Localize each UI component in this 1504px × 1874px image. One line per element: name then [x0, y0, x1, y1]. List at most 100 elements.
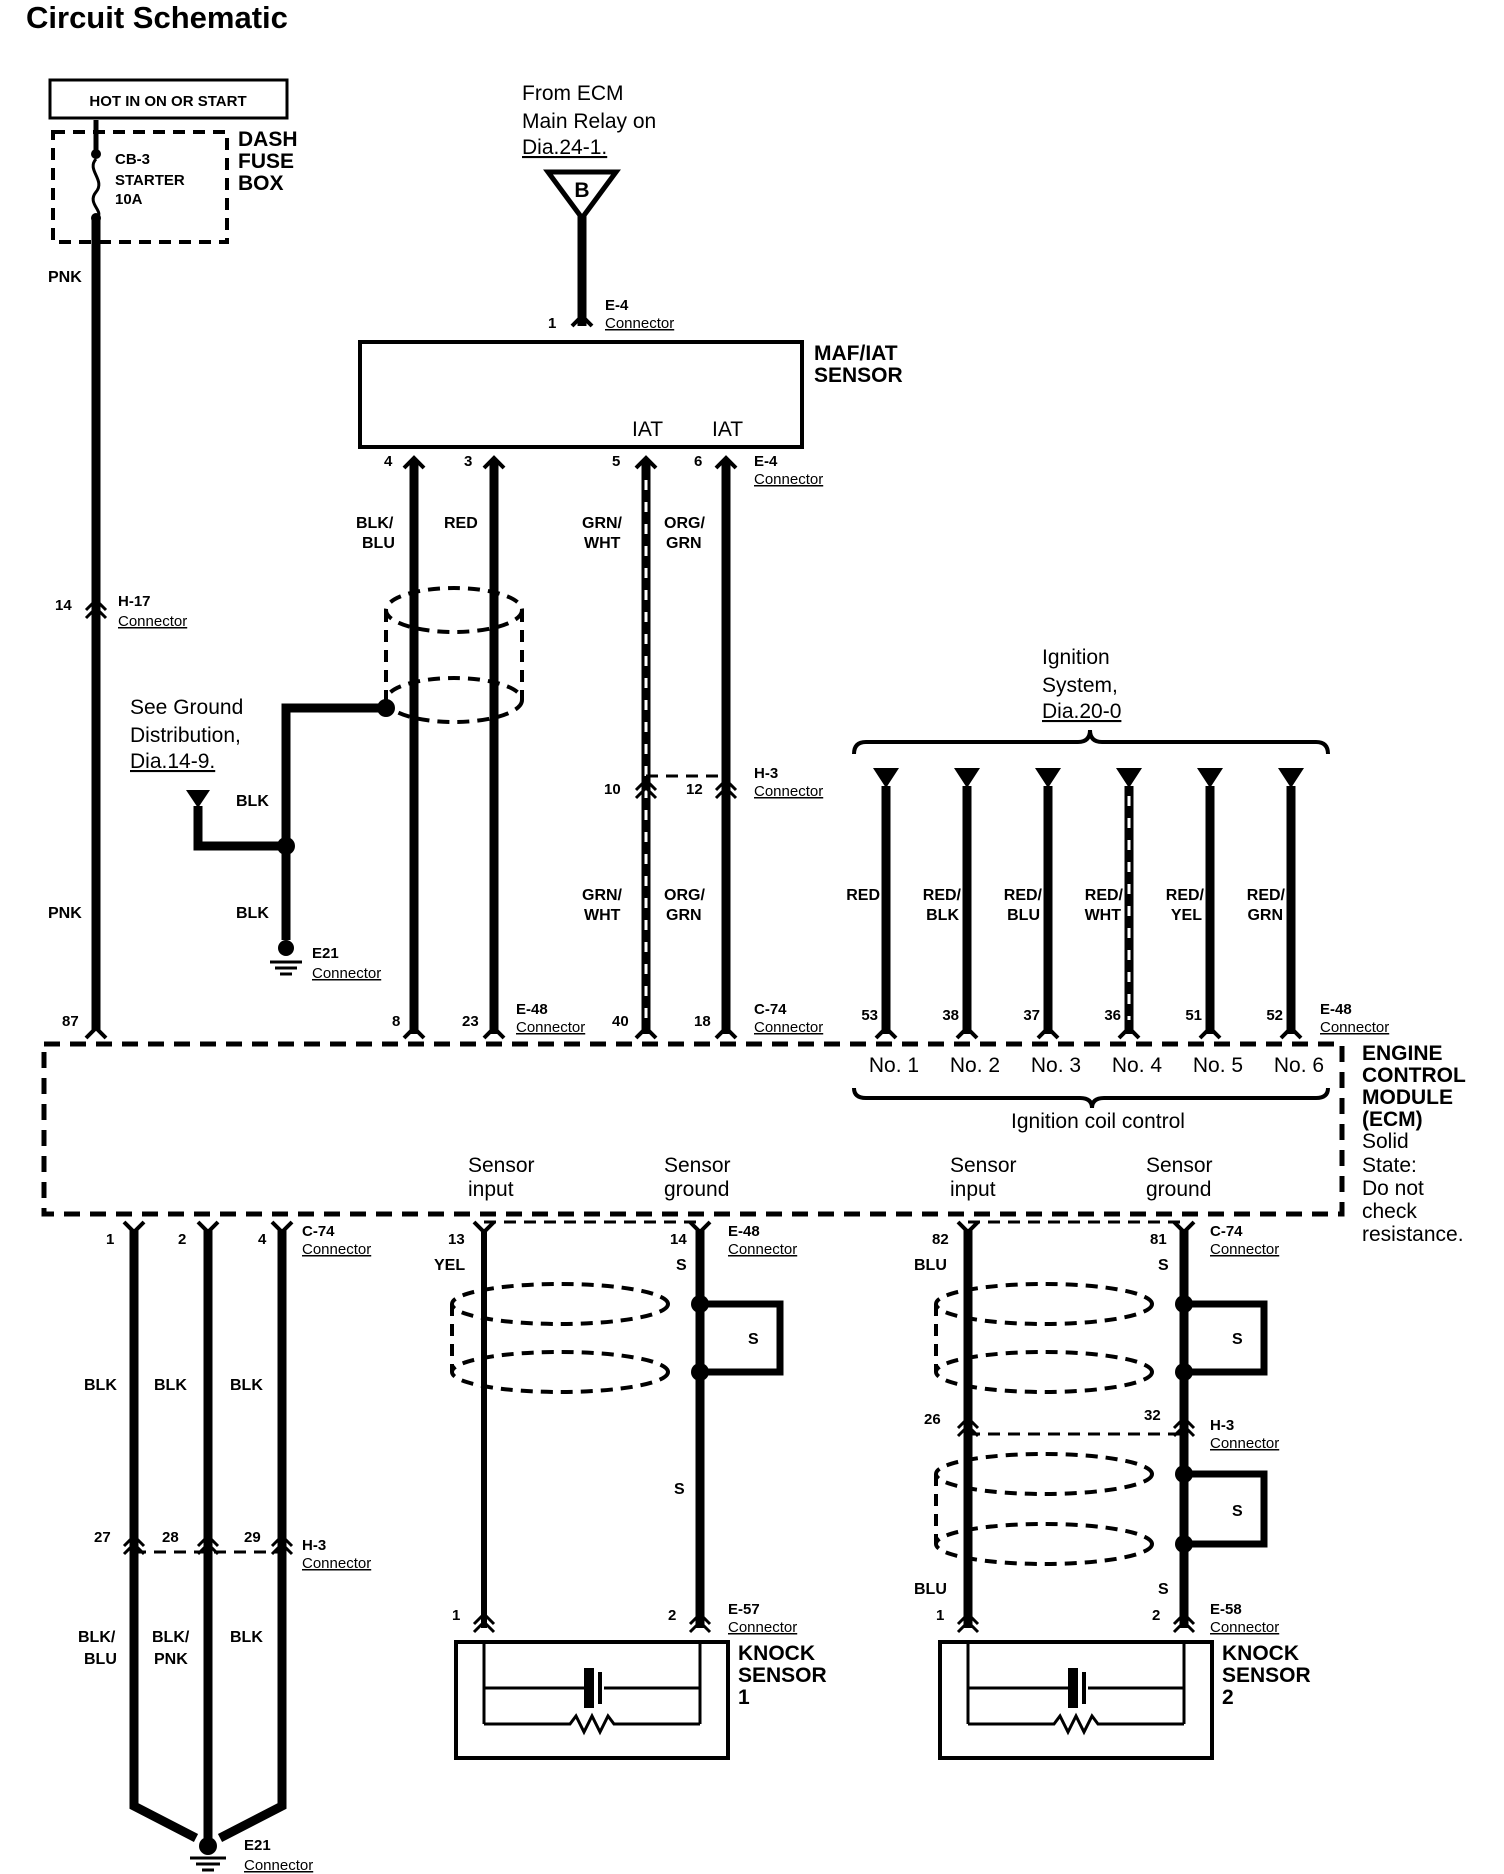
h3-mid-connector-id: H-3: [754, 765, 778, 782]
h3-mid-connector-label: Connector: [754, 783, 823, 800]
ks2-pin-2: 2: [1152, 1607, 1160, 1624]
ground-wire-converge: [129, 1800, 287, 1842]
ecm-c74-connector-label: Connector: [754, 1019, 823, 1036]
ecm-e48-connector-label: Connector: [516, 1019, 585, 1036]
ks1-ecm-connector-id: E-48: [728, 1223, 760, 1240]
ks1-yel-label: YEL: [434, 1257, 465, 1274]
fuse-symbol: [91, 120, 101, 223]
ks1-shield: [450, 1282, 670, 1394]
knock-sensor-2-element: [966, 1642, 1186, 1736]
ignition-pin-2: 38: [942, 1007, 959, 1024]
h3-mid-pin-12: 12: [686, 781, 703, 798]
pnk-label-bottom: PNK: [48, 905, 82, 922]
ecm-e48-right-connector-label: Connector: [1320, 1019, 1389, 1036]
ks2-h3-pin-32: 32: [1144, 1407, 1161, 1424]
ks1-label-3: 1: [738, 1686, 750, 1709]
ignition-arrow-2: [954, 768, 980, 788]
org-grn-label-1: ORG/: [664, 515, 705, 532]
dash-fuse-box-label-2: FUSE: [238, 150, 294, 173]
hot-label-box: [48, 78, 289, 120]
h17-pin: 14: [55, 597, 72, 614]
ks2-label-3: 2: [1222, 1686, 1234, 1709]
ignition-line-2: System,: [1042, 674, 1118, 697]
ignition-arrow-4: [1116, 768, 1142, 788]
maf-top-connector-label: Connector: [605, 315, 674, 332]
ground-splice: [277, 837, 295, 855]
ks2-upper-drain: [1184, 1300, 1268, 1376]
ks2-ecm-connector-label: Connector: [1210, 1241, 1279, 1258]
ignition-wire-color-3-b: BLU: [1007, 907, 1040, 924]
maf-pin-3: 3: [464, 453, 472, 470]
iat-label-1: IAT: [632, 418, 663, 441]
ground-ref-triangle: [186, 790, 210, 808]
fuse-id: CB-3: [115, 151, 150, 168]
ecm-note-1: Solid: [1362, 1130, 1409, 1153]
ecm-bottom-left-connector-id: C-74: [302, 1223, 335, 1240]
ignition-wire-color-1: RED: [846, 887, 880, 904]
ks2-connector-label: Connector: [1210, 1619, 1279, 1636]
ignition-coil-3: No. 3: [1031, 1054, 1081, 1077]
ecm-note-2: State:: [1362, 1154, 1417, 1177]
ignition-coil-2: No. 2: [950, 1054, 1000, 1077]
h3-mid-marks: [634, 777, 738, 800]
ks1-pin-14: 14: [670, 1231, 687, 1248]
ks2-sensor-input-1: Sensor: [950, 1154, 1017, 1177]
h3-mid-pin-10: 10: [604, 781, 621, 798]
h3-low-pin-28: 28: [162, 1529, 179, 1546]
ks2-upper-s-label: S: [1232, 1331, 1243, 1348]
blk-label-1: BLK: [236, 793, 269, 810]
h3-low-connector-label: Connector: [302, 1555, 371, 1572]
ks1-s-label-mid: S: [674, 1481, 685, 1498]
ks2-sensor-input-2: input: [950, 1178, 996, 1201]
ignition-pin-mark-3: [1036, 1025, 1060, 1040]
ecm-note-3: Do not: [1362, 1177, 1424, 1200]
blk-label-2: BLK: [236, 905, 269, 922]
relay-ref-letter: B: [574, 179, 589, 202]
ks1-sensor-ground-1: Sensor: [664, 1154, 731, 1177]
ks2-label-2: SENSOR: [1222, 1664, 1311, 1687]
fuse-rating: 10A: [115, 191, 143, 208]
hot-label: HOT IN ON OR START: [89, 93, 246, 110]
h17-connector-id: H-17: [118, 593, 151, 610]
red-label: RED: [444, 515, 478, 532]
ignition-brace: [852, 729, 1330, 755]
blk-blu-label-low-1: BLK/: [78, 1629, 116, 1646]
ignition-wire-color-6: RED/: [1247, 887, 1286, 904]
h17-connector-mark: [84, 597, 108, 620]
ecm-pin-87: 87: [62, 1013, 79, 1030]
ecm-pin-18: 18: [694, 1013, 711, 1030]
ignition-coil-6: No. 6: [1274, 1054, 1324, 1077]
ignition-pin-mark-5: [1198, 1025, 1222, 1040]
ks2-h3-connector-id: H-3: [1210, 1417, 1234, 1434]
ignition-pin-6: 52: [1266, 1007, 1283, 1024]
ks2-lower-drain: [1184, 1470, 1268, 1548]
ks1-shield-s-label: S: [748, 1331, 759, 1348]
ks1-ecm-connector-label: Connector: [728, 1241, 797, 1258]
ground-ref-wire: [193, 806, 286, 851]
ecm-top-pin-marks: [84, 1025, 738, 1040]
ks2-lower-s-label: S: [1232, 1503, 1243, 1520]
ignition-coil-5: No. 5: [1193, 1054, 1243, 1077]
ks2-h3-connector-label: Connector: [1210, 1435, 1279, 1452]
ignition-coil-1: No. 1: [869, 1054, 919, 1077]
ecm-bottom-pin-2: 2: [178, 1231, 186, 1248]
ecm-c74-connector-id: C-74: [754, 1001, 787, 1018]
ignition-wire-color-4-b: WHT: [1085, 907, 1122, 924]
page-title: Circuit Schematic: [26, 0, 288, 35]
knock-sensor-1-element: [482, 1642, 702, 1736]
ground-symbol-e21-bottom: [190, 1837, 226, 1872]
ks1-sensor-input-2: input: [468, 1178, 514, 1201]
ecm-note-5: resistance.: [1362, 1223, 1464, 1246]
ks2-sensor-ground-2: ground: [1146, 1178, 1211, 1201]
blk-pnk-label-2: PNK: [154, 1651, 188, 1668]
h17-connector-label: Connector: [118, 613, 187, 630]
ks2-h3-pin-26: 26: [924, 1411, 941, 1428]
ecm-pin-23: 23: [462, 1013, 479, 1030]
ground-ref-line-2: Distribution,: [130, 724, 241, 747]
ignition-wire-color-2-b: BLK: [926, 907, 959, 924]
ignition-pin-1: 53: [861, 1007, 878, 1024]
maf-label-2: SENSOR: [814, 364, 903, 387]
ks2-blu-label-top: BLU: [914, 1257, 947, 1274]
ignition-wire-color-6-b: GRN: [1247, 907, 1283, 924]
